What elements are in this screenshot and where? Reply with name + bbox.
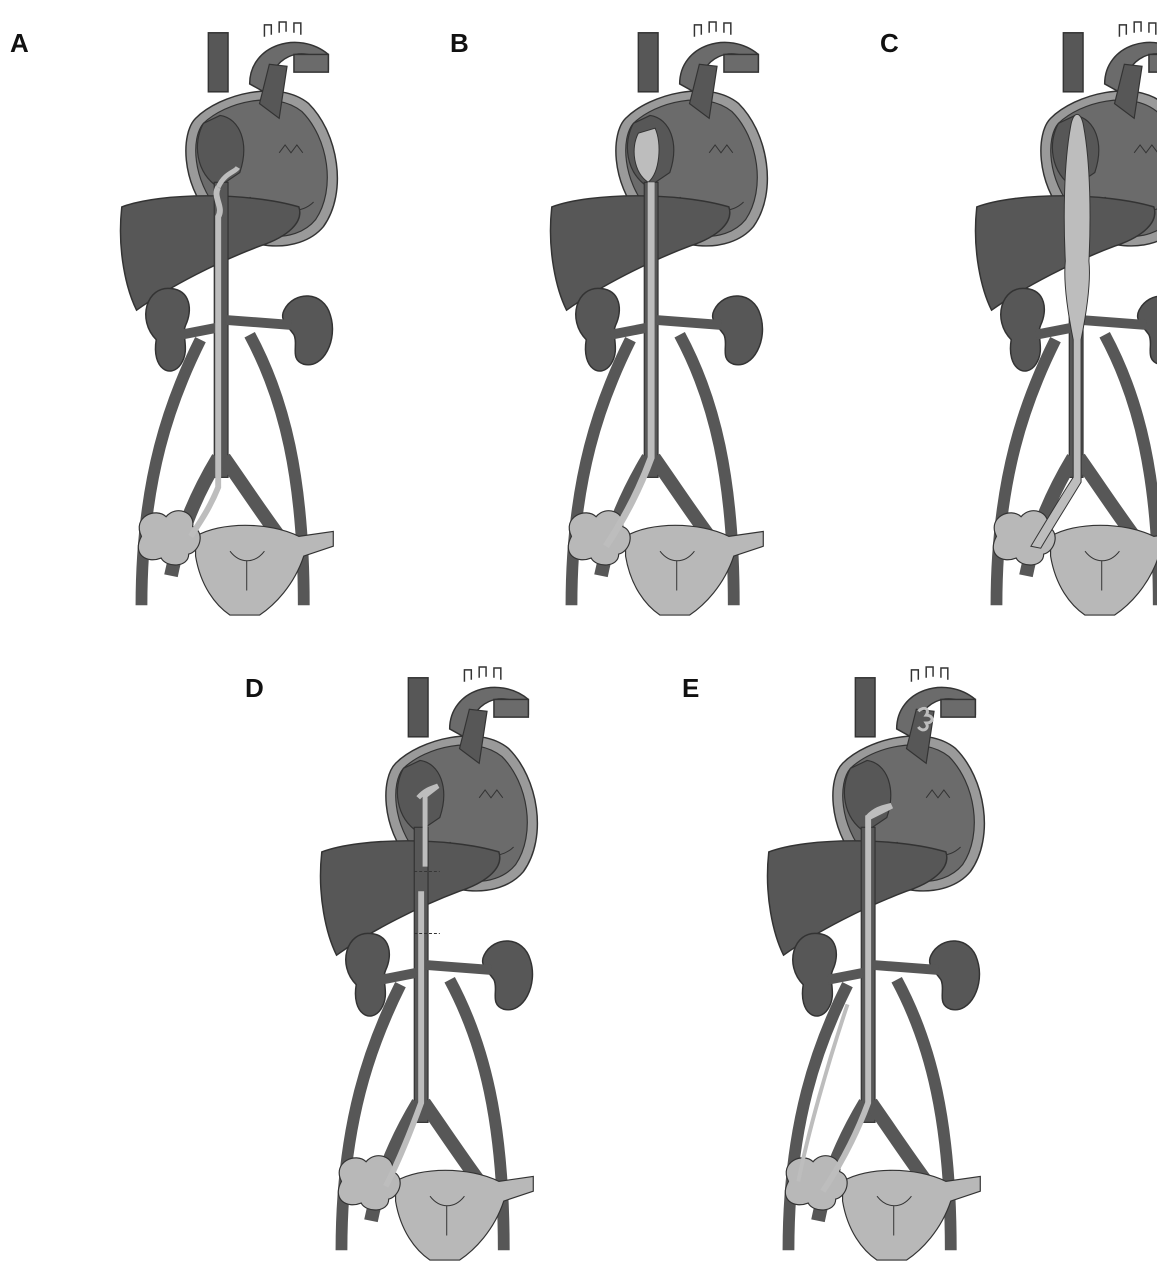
panel-e: E: [682, 665, 1042, 1285]
anatomy-diagram: [510, 20, 810, 620]
panel-label: C: [880, 30, 899, 56]
anatomy-diagram: [280, 665, 580, 1265]
panel-label: D: [245, 675, 264, 701]
anatomy-diagram: [935, 20, 1157, 620]
panel-c: C: [880, 20, 1157, 640]
panel-b: B: [450, 20, 810, 640]
anatomy-diagram: [80, 20, 380, 620]
panel-label: E: [682, 675, 699, 701]
panel-label: B: [450, 30, 469, 56]
panel-label: A: [10, 30, 29, 56]
panel-d: D: [245, 665, 605, 1285]
anatomy-diagram: [727, 665, 1027, 1265]
panel-a: A: [10, 20, 370, 640]
